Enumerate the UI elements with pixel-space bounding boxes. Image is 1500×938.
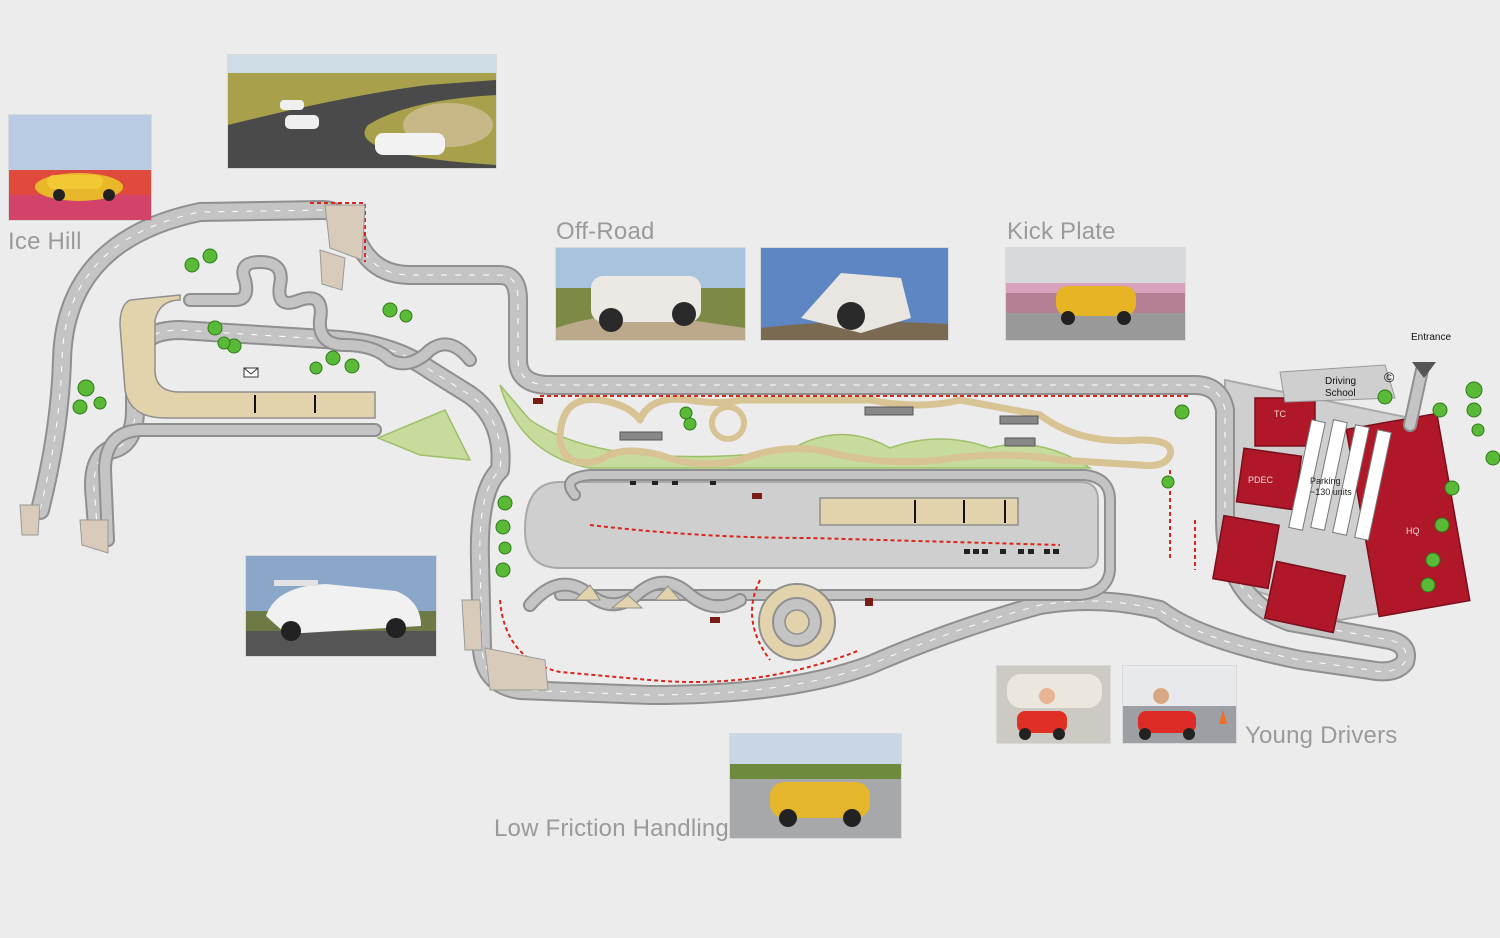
caption-ice-hill: Ice Hill [8,228,82,255]
caption-young-drivers: Young Drivers [1245,722,1398,749]
building-tc [1254,397,1316,447]
photo-kick-plate [1006,248,1185,340]
envelope-icon [243,367,259,378]
red-curbs [310,202,1196,683]
entrance-marker-icon [1412,362,1436,378]
photo-track-cars [228,55,496,168]
photo-low-friction [730,734,901,838]
photo-ice-hill [9,115,151,220]
entrance-label: Entrance [1411,332,1451,343]
driving-school-label-2: School [1325,388,1356,399]
pdec-label: PDEC [1248,475,1274,485]
parking-rows [1288,419,1392,541]
cafe-icon: © [1384,369,1395,385]
sand-pad-center [819,497,1019,526]
caption-kick-plate: Kick Plate [1007,218,1116,245]
parking-label-2: ~130 units [1310,487,1352,497]
driving-school-block [1279,364,1396,403]
driving-school-label-1: Driving [1325,376,1356,387]
main-track-centerline [39,209,1407,696]
photo-young-drivers-2 [1123,666,1236,743]
hq-label: HQ [1406,526,1420,536]
photo-young-drivers-1 [997,666,1110,743]
photo-offroad-1 [556,248,745,340]
building-bottom [1263,560,1347,634]
photo-gt3-rear [246,556,436,656]
sand-pad-left [119,294,376,419]
caption-low-friction: Low Friction Handling [494,815,729,842]
bleachers [19,204,549,691]
grass-left [376,409,472,461]
offroad-ring [709,404,747,442]
caption-off-road: Off-Road [556,218,655,245]
photo-offroad-2 [761,248,948,340]
left-return-road [97,423,382,547]
offroad-trail [556,395,1175,469]
trees [72,248,1500,593]
building-left [1211,514,1281,590]
tc-label: TC [1274,409,1286,419]
parking-label-1: Parking [1310,476,1341,486]
